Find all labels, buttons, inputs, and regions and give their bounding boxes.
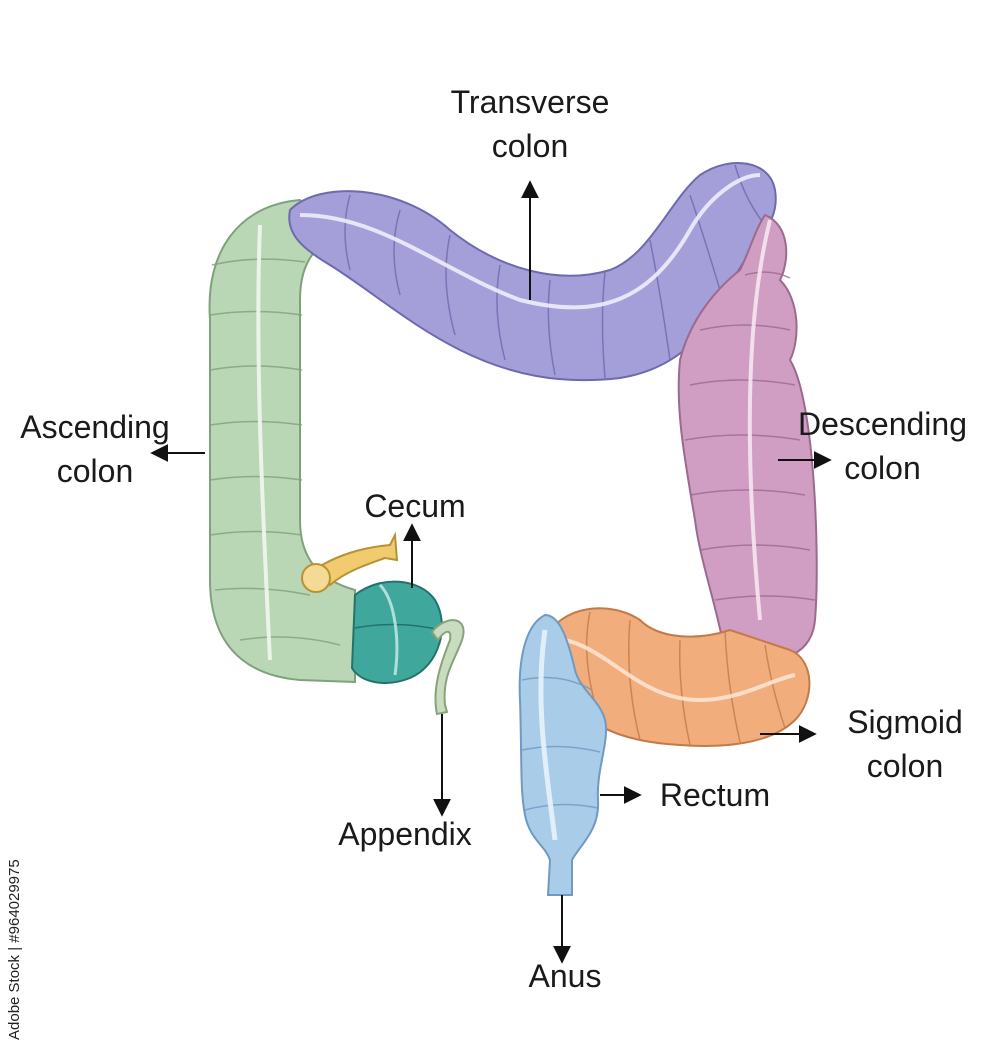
label-ascending-colon: Ascending colon [0,405,190,493]
label-sigmoid-line1: Sigmoid [847,704,963,740]
label-cecum-text: Cecum [364,488,466,524]
label-sigmoid-colon: Sigmoid colon [820,700,990,788]
label-rectum-text: Rectum [659,777,771,813]
stock-id-text: Adobe Stock | #964029975 [6,859,23,1040]
label-ascending-line1: Ascending [20,409,170,445]
rectum [518,613,607,896]
stock-id-strip: Adobe Stock | #964029975 [0,0,36,1040]
sigmoid-colon [543,607,811,747]
label-descending-line2: colon [844,450,921,486]
label-arrows [150,180,832,964]
label-ascending-line2: colon [56,453,134,489]
label-transverse-colon: Transverse colon [410,80,650,168]
label-anus: Anus [500,954,630,998]
label-appendix: Appendix [315,812,495,856]
transverse-colon [288,162,777,382]
terminal-ileum [301,531,399,593]
label-anus-text: Anus [528,958,602,994]
label-rectum: Rectum [640,773,790,817]
label-cecum: Cecum [345,484,485,528]
label-transverse-line2: colon [491,128,569,164]
cecum [350,580,443,684]
label-transverse-line1: Transverse [450,84,610,120]
descending-colon [677,213,818,660]
label-sigmoid-line2: colon [866,748,944,784]
label-descending-line1: Descending [798,406,967,442]
label-appendix-text: Appendix [338,816,472,852]
label-descending-colon: Descending colon [775,402,990,490]
large-intestine-diagram [150,162,832,964]
appendix [430,619,465,716]
ascending-colon [208,198,356,684]
